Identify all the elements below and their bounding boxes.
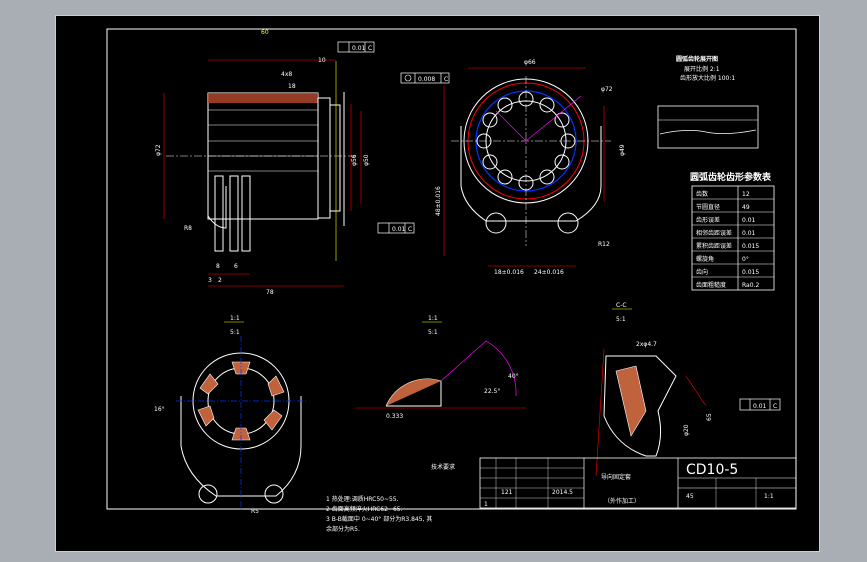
side-view: [163, 59, 362, 287]
gear-param-table: 圆弧齿轮齿形参数表 齿数 12 节圆直径 49 齿形误差 0.01 相邻齿距误差 0.0…: [690, 171, 775, 291]
tolerance-frame-concentric: 0.008 C: [400, 72, 450, 84]
part-note: （外作加工）: [604, 497, 640, 505]
svg-text:余部分为R5.: 余部分为R5.: [326, 525, 360, 533]
view-scale-11-center: 1:1: [428, 315, 438, 322]
note-line-1: 圆弧齿轮展开图: [676, 55, 718, 63]
code: 121: [501, 489, 513, 496]
view-label-cc: C-C: [616, 302, 627, 309]
svg-text:C: C: [444, 76, 448, 83]
svg-text:0.01: 0.01: [742, 230, 756, 237]
svg-text:C: C: [408, 226, 412, 233]
tech-req-heading: 技术要求: [431, 463, 455, 471]
drawing-border: [106, 28, 797, 510]
part-name: 导向固定套: [601, 473, 631, 481]
tooth-detail: [356, 321, 526, 409]
dim-16: 16°: [154, 406, 165, 413]
dim-65: 65: [706, 413, 713, 421]
svg-text:0.01: 0.01: [392, 226, 406, 233]
svg-text:12: 12: [742, 191, 750, 198]
dim-phi49: φ49: [619, 144, 626, 156]
material: 45: [686, 493, 694, 500]
dim-r12: R12: [598, 241, 610, 248]
cad-viewport[interactable]: 60 4x8 18 10 78 3 2 6 8 R8 φ72 φ56 φ50 0…: [55, 15, 820, 552]
qty: 1: [484, 501, 488, 508]
dim-3: 3: [208, 277, 212, 284]
svg-text:0.01: 0.01: [352, 45, 366, 52]
dim-2: 2: [218, 277, 222, 284]
title-block: 导向固定套 （外作加工） CD10-5 45 1:1 2014.5 1 121: [479, 457, 797, 509]
svg-text:2 齿面高频淬火HRC62~65.: 2 齿面高频淬火HRC62~65.: [326, 505, 403, 513]
dim-18: 18: [288, 83, 296, 90]
svg-text:C: C: [368, 45, 372, 52]
svg-text:0.015: 0.015: [742, 269, 759, 276]
svg-text:齿数: 齿数: [696, 190, 708, 198]
date: 2014.5: [552, 489, 573, 496]
svg-text:齿形误差: 齿形误差: [696, 216, 720, 224]
scale: 1:1: [764, 493, 774, 500]
svg-text:齿向: 齿向: [696, 268, 708, 276]
tolerance-frame-cc: 0.01 C: [739, 398, 781, 411]
gear-table-heading: 圆弧齿轮齿形参数表: [690, 171, 772, 183]
dim-6: 6: [234, 263, 238, 270]
svg-text:Ra0.2: Ra0.2: [742, 282, 759, 289]
note-line-2: 展开比例 2:1: [684, 65, 720, 73]
dim-phi56: φ56: [351, 154, 358, 166]
dim-0333: 0.333: [386, 413, 403, 420]
dim-48: 48±0.016: [435, 186, 442, 216]
dim-18b: 18±0.016: [494, 269, 524, 276]
dim-phi66: φ66: [524, 59, 536, 66]
dim-10: 10: [318, 57, 326, 64]
dim-24: 24±0.016: [534, 269, 564, 276]
svg-text:螺旋角: 螺旋角: [696, 255, 714, 263]
dim-22: 22.5°: [484, 388, 500, 395]
dim-4x8: 4x8: [281, 71, 292, 78]
svg-text:0.015: 0.015: [742, 243, 759, 250]
tooth-profile-chart: [657, 105, 759, 149]
svg-text:0.008: 0.008: [418, 76, 435, 83]
dim-r5: R5: [251, 508, 259, 515]
dim-phi72: φ72: [155, 144, 162, 156]
svg-text:0°: 0°: [742, 256, 749, 263]
tech-requirements: 技术要求 1 热处理:调质HRC50~55. 2 齿面高频淬火HRC62~65.…: [326, 463, 455, 533]
dim-78: 78: [266, 289, 274, 296]
svg-text:相邻齿距误差: 相邻齿距误差: [696, 229, 732, 237]
note-line-3: 齿形放大比例 100:1: [680, 74, 735, 82]
svg-text:1 热处理:调质HRC50~55.: 1 热处理:调质HRC50~55.: [326, 495, 399, 503]
cad-drawing: 60 4x8 18 10 78 3 2 6 8 R8 φ72 φ56 φ50 0…: [106, 28, 797, 533]
svg-text:49: 49: [742, 204, 750, 211]
drawing-number: CD10-5: [686, 462, 738, 478]
svg-text:齿面粗糙度: 齿面粗糙度: [696, 281, 726, 289]
view-scale-51-center: 5:1: [428, 329, 438, 336]
dim-r8: R8: [184, 225, 192, 232]
view-scale-51-left: 5:1: [230, 329, 240, 336]
svg-text:0.01: 0.01: [742, 217, 756, 224]
section-cc: [595, 308, 707, 477]
svg-text:节圆直径: 节圆直径: [696, 203, 720, 211]
svg-text:0.01: 0.01: [753, 403, 767, 410]
dim-60: 60: [261, 29, 269, 36]
dim-phi50: φ50: [363, 154, 370, 166]
front-view: [443, 67, 611, 267]
dim-40: 40°: [508, 373, 519, 380]
dim-8: 8: [216, 263, 220, 270]
dim-phi72b: φ72: [601, 86, 613, 93]
svg-text:3 B-B截面中 0~40° 部分为R3.845, 其: 3 B-B截面中 0~40° 部分为R3.845, 其: [326, 515, 432, 523]
tolerance-frame-bottom: 0.01 C: [377, 222, 415, 234]
view-scale-51-right: 5:1: [616, 316, 626, 323]
dim-phi20: φ20: [683, 424, 690, 436]
svg-text:累积齿距误差: 累积齿距误差: [696, 242, 732, 250]
detail-view-left: [176, 321, 306, 511]
view-scale-11-left: 1:1: [230, 315, 240, 322]
dim-4x7: 2xφ4.7: [636, 341, 657, 348]
svg-text:C: C: [773, 403, 777, 410]
tolerance-frame-top: 0.01 C: [337, 41, 375, 53]
